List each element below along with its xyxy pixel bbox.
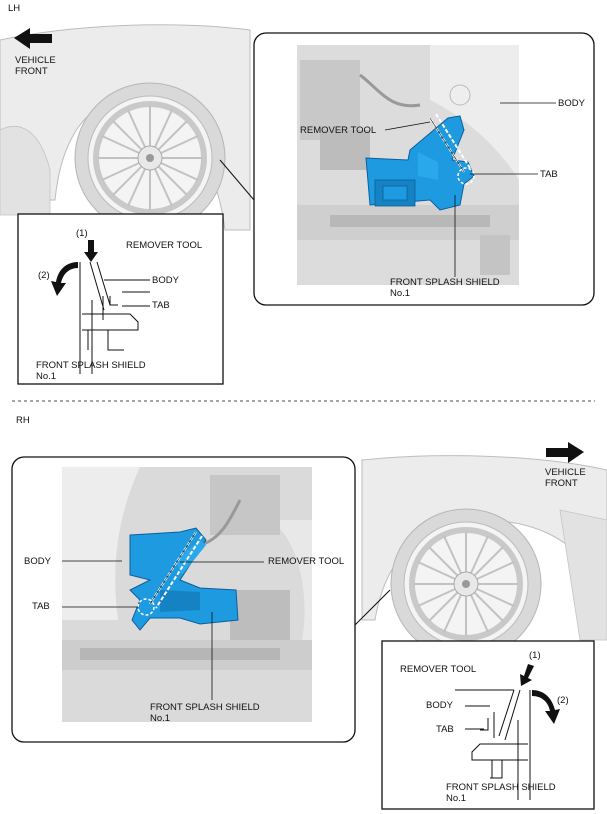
rh-detail-tab: TAB [436, 724, 454, 735]
rh-photo-leaders [62, 560, 264, 700]
rh-side-label: RH [16, 415, 30, 426]
rh-vehicle-front-label-line2: FRONT [545, 478, 578, 489]
rh-vehicle-front-label-line1: VEHICLE [545, 467, 586, 478]
rh-callout-shield-line1: FRONT SPLASH SHIELD [150, 702, 260, 713]
lh-callout-tab: TAB [540, 169, 558, 180]
lh-car-illustration [0, 24, 255, 234]
lh-vehicle-front-label-line1: VEHICLE [15, 55, 56, 66]
rh-tab-highlight-circle [137, 598, 155, 616]
lh-callout-shield-line1: FRONT SPLASH SHIELD [390, 277, 500, 288]
lh-remover-tool [429, 113, 471, 173]
lh-side-label: LH [8, 3, 21, 14]
lh-detail-step2: (2) [38, 270, 50, 281]
rh-step1-arrow-icon [520, 664, 534, 686]
lh-step2-rotate-arrow-icon [51, 262, 78, 296]
lh-front-splash-shield [365, 115, 475, 211]
lh-detail-shield-line1: FRONT SPLASH SHIELD [36, 360, 146, 371]
rh-callout-shield-line2: No.1 [150, 713, 171, 724]
lh-detail-tab: TAB [152, 300, 170, 311]
lh-detail-panel [17, 213, 224, 385]
rh-callout-tab: TAB [32, 601, 50, 612]
lh-callout-body: BODY [558, 98, 585, 109]
lh-engine-bay-photo [297, 45, 519, 285]
lh-photo-leaders [384, 102, 556, 277]
lh-tab-highlight-circle [457, 167, 475, 185]
lh-step1-arrow-icon [84, 240, 98, 262]
rh-detail-shield-line2: No.1 [446, 793, 467, 804]
rh-car-illustration [354, 455, 607, 660]
rh-vehicle-front-arrow-icon [546, 442, 584, 463]
rh-callout-remover-tool: REMOVER TOOL [268, 556, 345, 567]
lh-callout-remover-tool: REMOVER TOOL [300, 125, 377, 136]
lh-callout-shield-line2: No.1 [390, 288, 411, 299]
rh-front-splash-shield [129, 527, 239, 631]
lh-detail-step1: (1) [76, 228, 88, 239]
lh-detail-drawing [79, 261, 150, 374]
rh-detail-drawing [455, 689, 531, 800]
lh-detail-body: BODY [152, 275, 179, 286]
lh-vehicle-front-arrow-icon [14, 28, 52, 49]
rh-callout-body: BODY [24, 556, 51, 567]
rh-detail-body: BODY [426, 700, 453, 711]
rh-detail-step1: (1) [529, 650, 541, 661]
rh-engine-bay-photo [62, 467, 312, 722]
rh-detail-remover-tool: REMOVER TOOL [400, 664, 477, 675]
lh-detail-remover-tool: REMOVER TOOL [126, 240, 203, 251]
rh-detail-step2: (2) [557, 695, 569, 706]
rh-detail-shield-line1: FRONT SPLASH SHIELD [446, 782, 556, 793]
rh-remover-tool [149, 531, 203, 609]
lh-detail-shield-line2: No.1 [36, 371, 57, 382]
rh-step2-rotate-arrow-icon [532, 690, 560, 724]
lh-vehicle-front-label-line2: FRONT [15, 66, 48, 77]
